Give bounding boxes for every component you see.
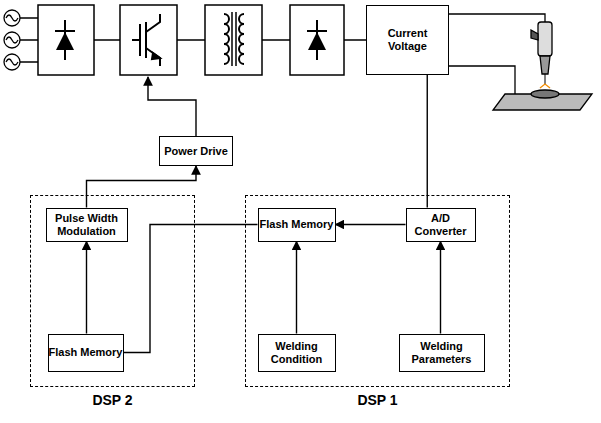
box-label: Power Drive (164, 145, 228, 158)
rectifier-symbol (307, 20, 327, 60)
box-label: Flash Memory (260, 218, 334, 231)
signal-connector (440, 242, 441, 334)
signal-connector (427, 75, 428, 208)
box-label: Flash Memory (49, 346, 123, 359)
signal-connector (124, 225, 258, 353)
welding-torch (445, 14, 552, 88)
sensor-box: Current Voltage (366, 5, 449, 75)
igbt-symbol (132, 14, 160, 66)
process-box: Pulse Width Modulation (46, 208, 128, 242)
signal-connector (336, 224, 406, 225)
box-label: Welding Condition (259, 340, 335, 365)
box-label: A/D Converter (407, 212, 475, 237)
process-box: Power Drive (159, 136, 233, 166)
input-box: Welding Condition (258, 334, 336, 372)
signal-connector (296, 242, 297, 334)
dsp-group: DSP 2Pulse Width ModulationFlash Memory (30, 195, 195, 387)
transformer-symbol (224, 12, 244, 66)
drive-signal-wire (148, 77, 196, 136)
rectifier-symbol (55, 20, 75, 60)
signal-connector (86, 242, 87, 334)
memory-box: Flash Memory (48, 334, 124, 372)
group-label: DSP 2 (31, 392, 194, 408)
box-label: Pulse Width Modulation (47, 212, 127, 237)
process-box: A/D Converter (406, 208, 476, 242)
workpiece (445, 66, 592, 110)
input-box: Welding Parameters (399, 334, 485, 372)
ac-sources (4, 10, 38, 70)
dsp-group: DSP 1Flash MemoryA/D ConverterWelding Co… (245, 195, 510, 387)
box-label: Welding Parameters (400, 340, 484, 365)
group-label: DSP 1 (246, 392, 509, 408)
memory-box: Flash Memory (258, 208, 336, 242)
signal-connector (87, 166, 197, 208)
box-label: Current Voltage (367, 27, 448, 52)
